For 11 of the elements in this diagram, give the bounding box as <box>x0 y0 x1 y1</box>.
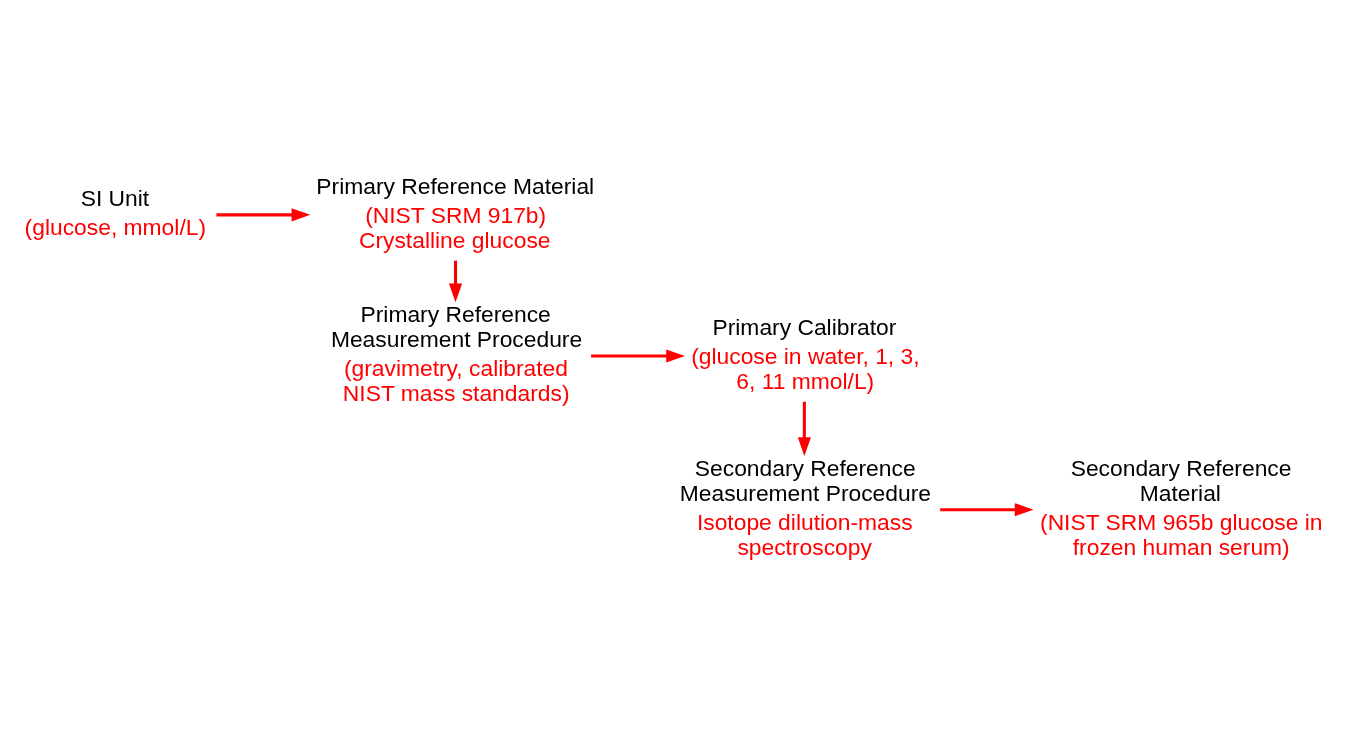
arrow <box>591 349 685 363</box>
node-text: Secondary Reference Measurement Procedure Isotope dilution-mass spectroscopy <box>679 454 931 560</box>
arrow <box>216 207 311 221</box>
node-text: Primary Calibrator (glucose in water, 1, 3, 6, 11 mmol/L) <box>691 313 920 394</box>
arrow <box>448 260 463 302</box>
node-text: Primary Reference Material (NIST SRM 917b) Crystalline glucose <box>316 172 595 253</box>
node-text: Primary Reference Measurement Procedure (gravimetry, calibrated NIST mass standards) <box>330 300 583 406</box>
arrow <box>797 401 811 456</box>
node-text: Secondary Reference Material (NIST SRM 965b glucose in frozen human serum) <box>1040 454 1323 560</box>
node-text: SI Unit (glucose, mmol/L) <box>24 184 207 240</box>
arrow <box>940 502 1034 516</box>
